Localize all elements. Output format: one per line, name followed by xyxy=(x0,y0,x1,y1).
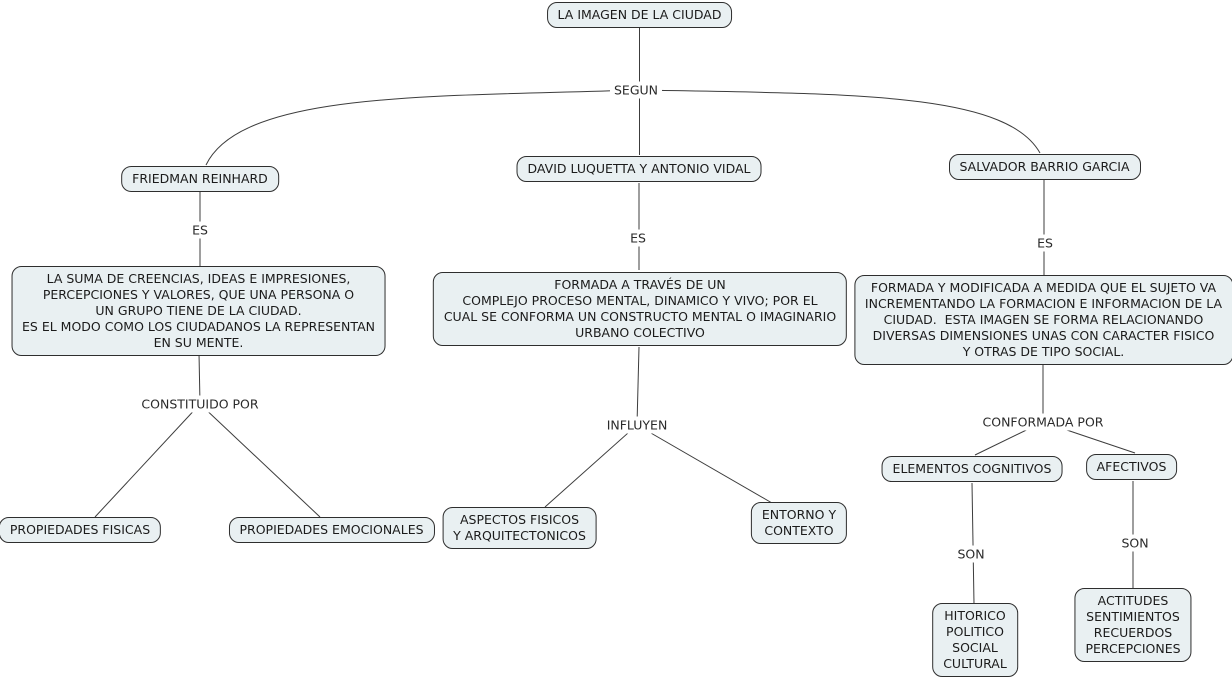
link-label-son-cognitivos[interactable]: SON xyxy=(953,545,989,563)
concept-node-propiedades-fisicas[interactable]: PROPIEDADES FISICAS xyxy=(0,516,162,543)
concept-node-friedman-definition[interactable]: LA SUMA DE CREENCIAS, IDEAS E IMPRESIONE… xyxy=(11,266,386,356)
concept-node-salvador-barrio-garcia[interactable]: SALVADOR BARRIO GARCIA xyxy=(948,153,1141,180)
edge-influyen-aspectos xyxy=(544,424,638,508)
concept-node-friedman-reinhard[interactable]: FRIEDMAN REINHARD xyxy=(121,166,279,192)
link-label-conformada-por[interactable]: CONFORMADA POR xyxy=(978,413,1108,431)
concept-node-actitudes-sentimientos-recuerdos-percepciones[interactable]: ACTITUDES SENTIMIENTOS RECUERDOS PERCEPC… xyxy=(1074,588,1192,662)
edge-segun-friedman xyxy=(205,89,637,166)
edge-constituido-fisicas xyxy=(94,403,201,518)
concept-node-elementos-cognitivos[interactable]: ELEMENTOS COGNITIVOS xyxy=(881,456,1063,482)
link-label-constituido-por[interactable]: CONSTITUIDO POR xyxy=(137,395,263,413)
edge-segun-salvador xyxy=(639,89,1041,154)
edge-influyen-entorno xyxy=(636,424,773,504)
link-label-es-luquetta[interactable]: ES xyxy=(626,229,650,247)
link-label-influyen[interactable]: INFLUYEN xyxy=(602,416,672,434)
concept-node-aspectos-fisicos-arquitectonicos[interactable]: ASPECTOS FISICOS Y ARQUITECTONICOS xyxy=(442,506,597,549)
concept-node-la-imagen-de-la-ciudad[interactable]: LA IMAGEN DE LA CIUDAD xyxy=(546,1,733,28)
concept-node-hitorico-politico-social-cultural[interactable]: HITORICO POLITICO SOCIAL CULTURAL xyxy=(932,603,1018,677)
concept-node-afectivos[interactable]: AFECTIVOS xyxy=(1085,454,1178,480)
edge-def-influyen xyxy=(636,346,640,426)
concept-node-david-luquetta-antonio-vidal[interactable]: DAVID LUQUETTA Y ANTONIO VIDAL xyxy=(516,156,762,182)
concept-node-luquetta-definition[interactable]: FORMADA A TRAVÉS DE UN COMPLEJO PROCESO … xyxy=(432,271,848,346)
edge-cognitivos-son-hitorico xyxy=(971,482,975,605)
link-label-segun[interactable]: SEGUN xyxy=(609,81,663,99)
edge-constituido-emocionales xyxy=(199,403,321,518)
link-label-son-afectivos[interactable]: SON xyxy=(1117,534,1153,552)
concept-node-salvador-definition[interactable]: FORMADA Y MODIFICADA A MEDIDA QUE EL SUJ… xyxy=(853,275,1232,365)
concept-node-entorno-y-contexto[interactable]: ENTORNO Y CONTEXTO xyxy=(750,502,848,544)
concept-node-propiedades-emocionales[interactable]: PROPIEDADES EMOCIONALES xyxy=(228,517,435,543)
link-label-es-salvador[interactable]: ES xyxy=(1033,234,1057,252)
link-label-es-friedman[interactable]: ES xyxy=(188,221,212,239)
